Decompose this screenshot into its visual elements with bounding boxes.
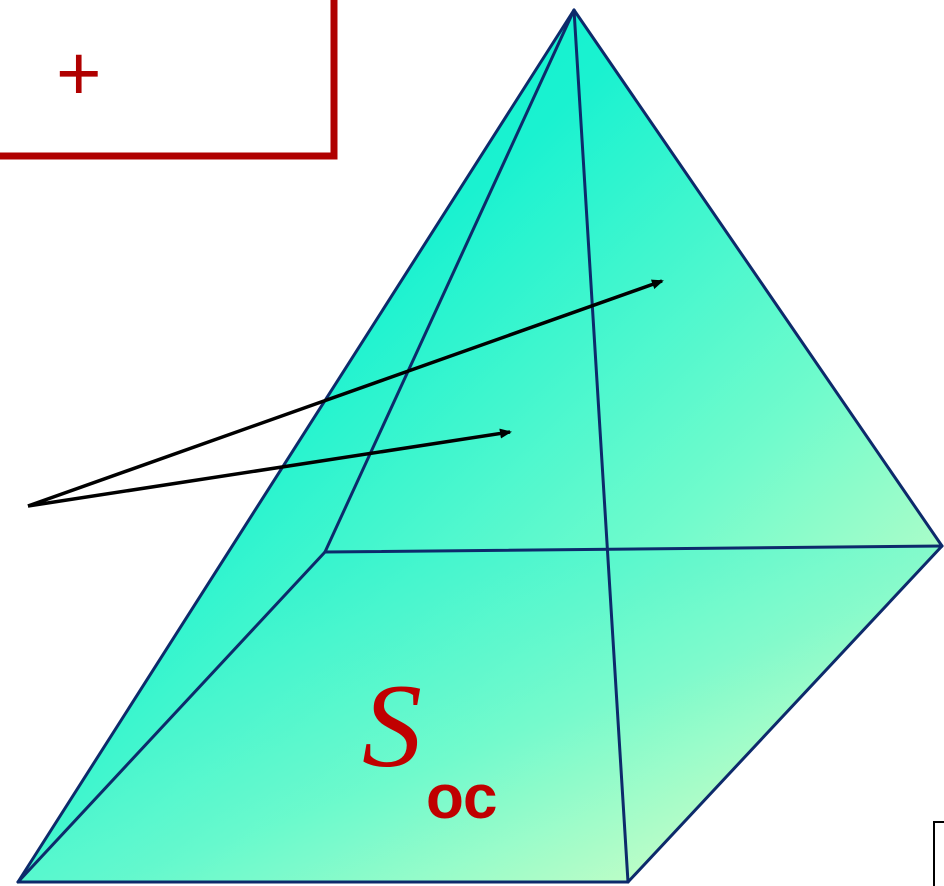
base-area-label: S ос bbox=[362, 659, 498, 832]
base-left-edge bbox=[16, 550, 327, 884]
face-arrows bbox=[27, 279, 664, 508]
base-area-symbol: S bbox=[362, 659, 422, 792]
pyramid bbox=[16, 8, 944, 884]
arrow-to-left-face bbox=[27, 428, 512, 508]
plus-sign: + bbox=[56, 29, 102, 117]
apex-left-edge bbox=[16, 8, 576, 884]
base-area-subscript: ос bbox=[426, 763, 498, 832]
cropped-box-corner bbox=[933, 821, 944, 886]
formula-box: + bbox=[0, 0, 338, 160]
base-right-edge bbox=[626, 544, 944, 884]
apex-back-edge bbox=[323, 8, 576, 554]
apex-front-edge bbox=[572, 8, 630, 884]
arrow-to-back-face bbox=[27, 279, 664, 508]
formula-box-border bbox=[0, 0, 338, 160]
base-back-edge bbox=[323, 544, 944, 554]
pyramid-base-region bbox=[18, 546, 942, 882]
apex-right-edge bbox=[572, 8, 944, 548]
